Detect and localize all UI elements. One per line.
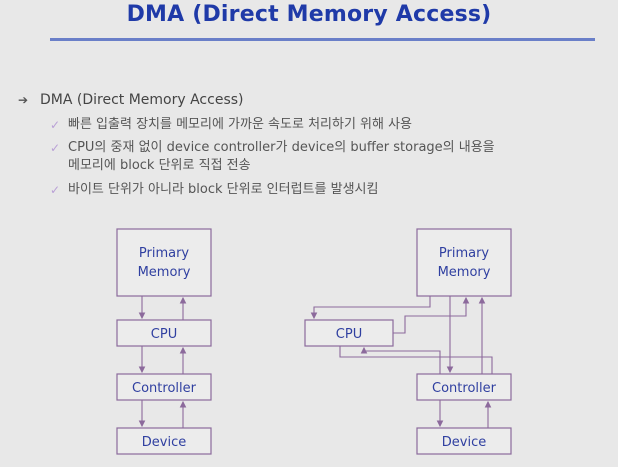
right-primary-memory-label-1: Primary (439, 246, 490, 261)
left-primary-memory-box (116, 228, 212, 297)
left-controller-label: Controller (132, 381, 197, 396)
right-diagram: Primary Memory CPU Controller Device (304, 228, 512, 455)
left-controller-box (116, 373, 212, 401)
title-underline (50, 38, 595, 41)
right-line-cpu-to-ctrl (339, 346, 493, 374)
left-primary-memory-label-1: Primary (139, 246, 190, 261)
left-cpu-label: CPU (151, 327, 177, 342)
sub-bullet-2: ✓ CPU의 중재 없이 device controller가 device의 … (50, 139, 495, 175)
main-bullet: ➔ DMA (Direct Memory Access) (18, 92, 244, 108)
sub-bullet-text: CPU의 중재 없이 device controller가 device의 bu… (68, 140, 495, 155)
left-diagram: Primary Memory CPU Controller Device (116, 228, 212, 455)
arrow-bullet-icon: ➔ (18, 93, 29, 107)
right-primary-memory-label-2: Memory (438, 265, 491, 280)
check-icon: ✓ (50, 118, 61, 132)
right-controller-label: Controller (432, 381, 497, 396)
sub-bullet-1: ✓ 빠른 입출력 장치를 메모리에 가까운 속도로 처리하기 위해 사용 (50, 116, 412, 134)
left-primary-memory-label-2: Memory (138, 265, 191, 280)
main-bullet-text: DMA (Direct Memory Access) (40, 92, 244, 108)
sub-bullet-text: 빠른 입출력 장치를 메모리에 가까운 속도로 처리하기 위해 사용 (68, 117, 413, 132)
check-icon: ✓ (50, 141, 61, 155)
check-icon: ✓ (50, 183, 61, 197)
right-cpu-label: CPU (336, 327, 362, 342)
sub-bullet-3: ✓ 바이트 단위가 아니라 block 단위로 인터럽트를 발생시킴 (50, 181, 378, 199)
right-device-box (416, 427, 512, 455)
right-arrow-mem-to-cpu (310, 296, 431, 320)
left-device-box (116, 427, 212, 455)
right-device-label: Device (442, 435, 486, 450)
left-device-label: Device (142, 435, 186, 450)
right-arrow-cpu-to-mem (393, 296, 470, 334)
right-controller-box (416, 373, 512, 401)
right-primary-memory-box (416, 228, 512, 297)
right-arrow-ctrl-to-cpu (360, 346, 441, 374)
sub-bullet-text-cont: 메모리에 block 단위로 직접 전송 (68, 158, 251, 173)
sub-bullet-text: 바이트 단위가 아니라 block 단위로 인터럽트를 발생시킴 (68, 182, 379, 197)
right-cpu-box (304, 319, 394, 347)
left-cpu-box (116, 319, 212, 347)
slide-title: DMA (Direct Memory Access) (126, 2, 492, 27)
